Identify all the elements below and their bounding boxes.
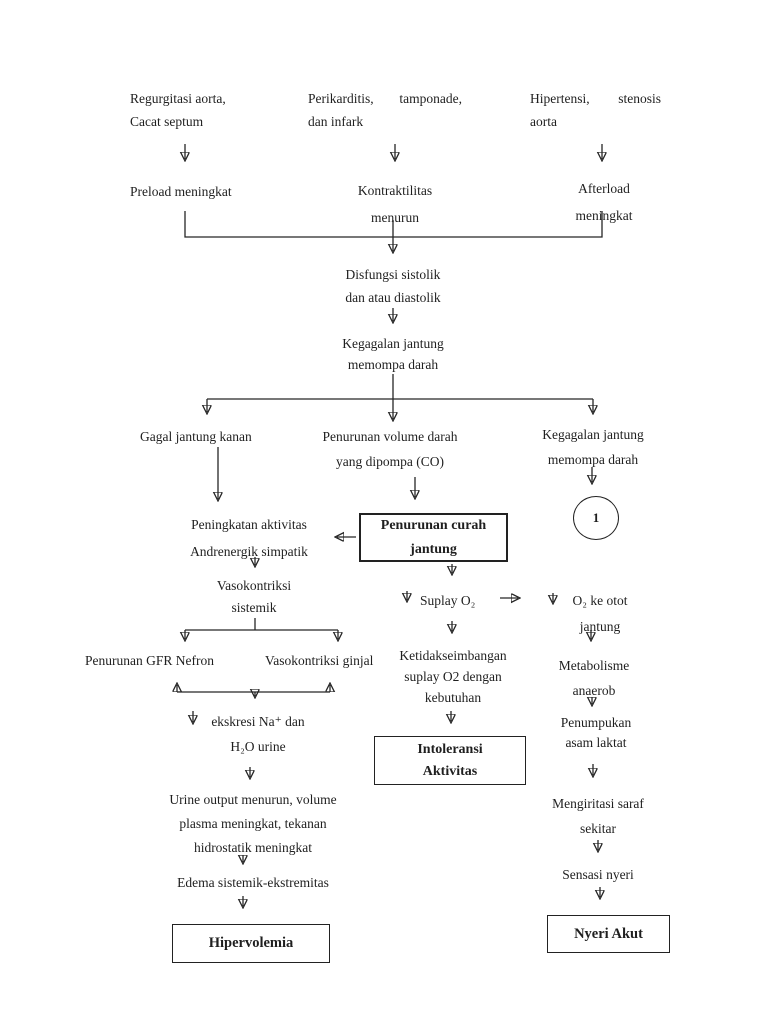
node-kegagalan-jantung: Kegagalan jantung memompa darah bbox=[342, 336, 444, 372]
node-gagal-jantung-kanan: Gagal jantung kanan bbox=[140, 429, 252, 444]
box-nyeri-akut: Nyeri Akut bbox=[547, 915, 670, 953]
box-intoleransi-aktivitas: Intoleransi Aktivitas bbox=[374, 736, 526, 785]
node-kegagalan-jantung-2: Kegagalan jantung memompa darah bbox=[542, 427, 644, 467]
right-column-arrows bbox=[553, 467, 600, 897]
node-urine-output: Urine output menurun, volume plasma meni… bbox=[169, 792, 337, 855]
node-regurgitasi-cacat: Regurgitasi aorta, Cacat septum bbox=[130, 91, 226, 129]
node-disfungsi: Disfungsi sistolik dan atau diastolik bbox=[345, 267, 441, 305]
node-penurunan-volume: Penurunan volume darah yang dipompa (CO) bbox=[322, 429, 458, 469]
node-preload: Preload meningkat bbox=[130, 184, 232, 199]
node-perikarditis-line2: dan infark bbox=[308, 114, 364, 129]
node-hipertensi-line2: aorta bbox=[530, 114, 557, 129]
circle-ref-1: 1 bbox=[573, 496, 619, 540]
node-vasokontriksi-ginjal: Vasokontriksi ginjal bbox=[265, 653, 374, 668]
node-metabolisme: Metabolisme anaerob bbox=[558, 658, 630, 698]
node-suplay-o2: Suplay O₂ bbox=[420, 593, 476, 608]
node-afterload: Afterload meningkat bbox=[575, 181, 633, 223]
node-hipertensi-stenosis: Hipertensi, stenosis aorta bbox=[530, 87, 661, 133]
top-cause-arrows bbox=[185, 144, 602, 159]
node-kontraktilitas: Kontraktilitas menurun bbox=[357, 183, 433, 225]
left-column-arrows bbox=[177, 447, 356, 906]
node-o2-ke-otot: O₂ ke otot jantung bbox=[572, 593, 628, 634]
node-sensasi-nyeri: Sensasi nyeri bbox=[562, 867, 634, 882]
node-perikarditis-infark: Perikarditis, tamponade, dan infark bbox=[308, 87, 462, 133]
split-bracket bbox=[207, 374, 593, 400]
node-edema: Edema sistemik-ekstremitas bbox=[177, 875, 329, 890]
node-hipertensi-line1: Hipertensi, stenosis bbox=[530, 91, 661, 106]
node-mengiritasi: Mengiritasi saraf sekitar bbox=[552, 796, 644, 836]
merge-bracket-top bbox=[184, 211, 603, 251]
node-penumpukan: Penumpukan asam laktat bbox=[560, 715, 632, 750]
node-ketidakseimbangan: Ketidakseimbangan suplay O2 dengan kebut… bbox=[399, 648, 507, 705]
vaso-split-bracket bbox=[185, 618, 338, 631]
mid-column-arrows bbox=[407, 477, 518, 721]
node-vasokontriksi-sistemik: Vasokontriksi sistemik bbox=[216, 578, 292, 615]
node-ekskresi-na: ekskresi Na⁺ dan H₂O urine bbox=[211, 714, 305, 754]
center-chain-arrows bbox=[207, 308, 593, 419]
circle-ref-1-label: 1 bbox=[592, 510, 600, 525]
node-perikarditis-line1: Perikarditis, tamponade, bbox=[308, 91, 462, 106]
node-penurunan-gfr: Penurunan GFR Nefron bbox=[85, 653, 214, 668]
node-peningkatan-aktivitas: Peningkatan aktivitas Andrenergik simpat… bbox=[190, 517, 308, 559]
box-penurunan-curah: Penurunan curah jantung bbox=[359, 513, 508, 562]
box-hipervolemia: Hipervolemia bbox=[172, 924, 330, 963]
